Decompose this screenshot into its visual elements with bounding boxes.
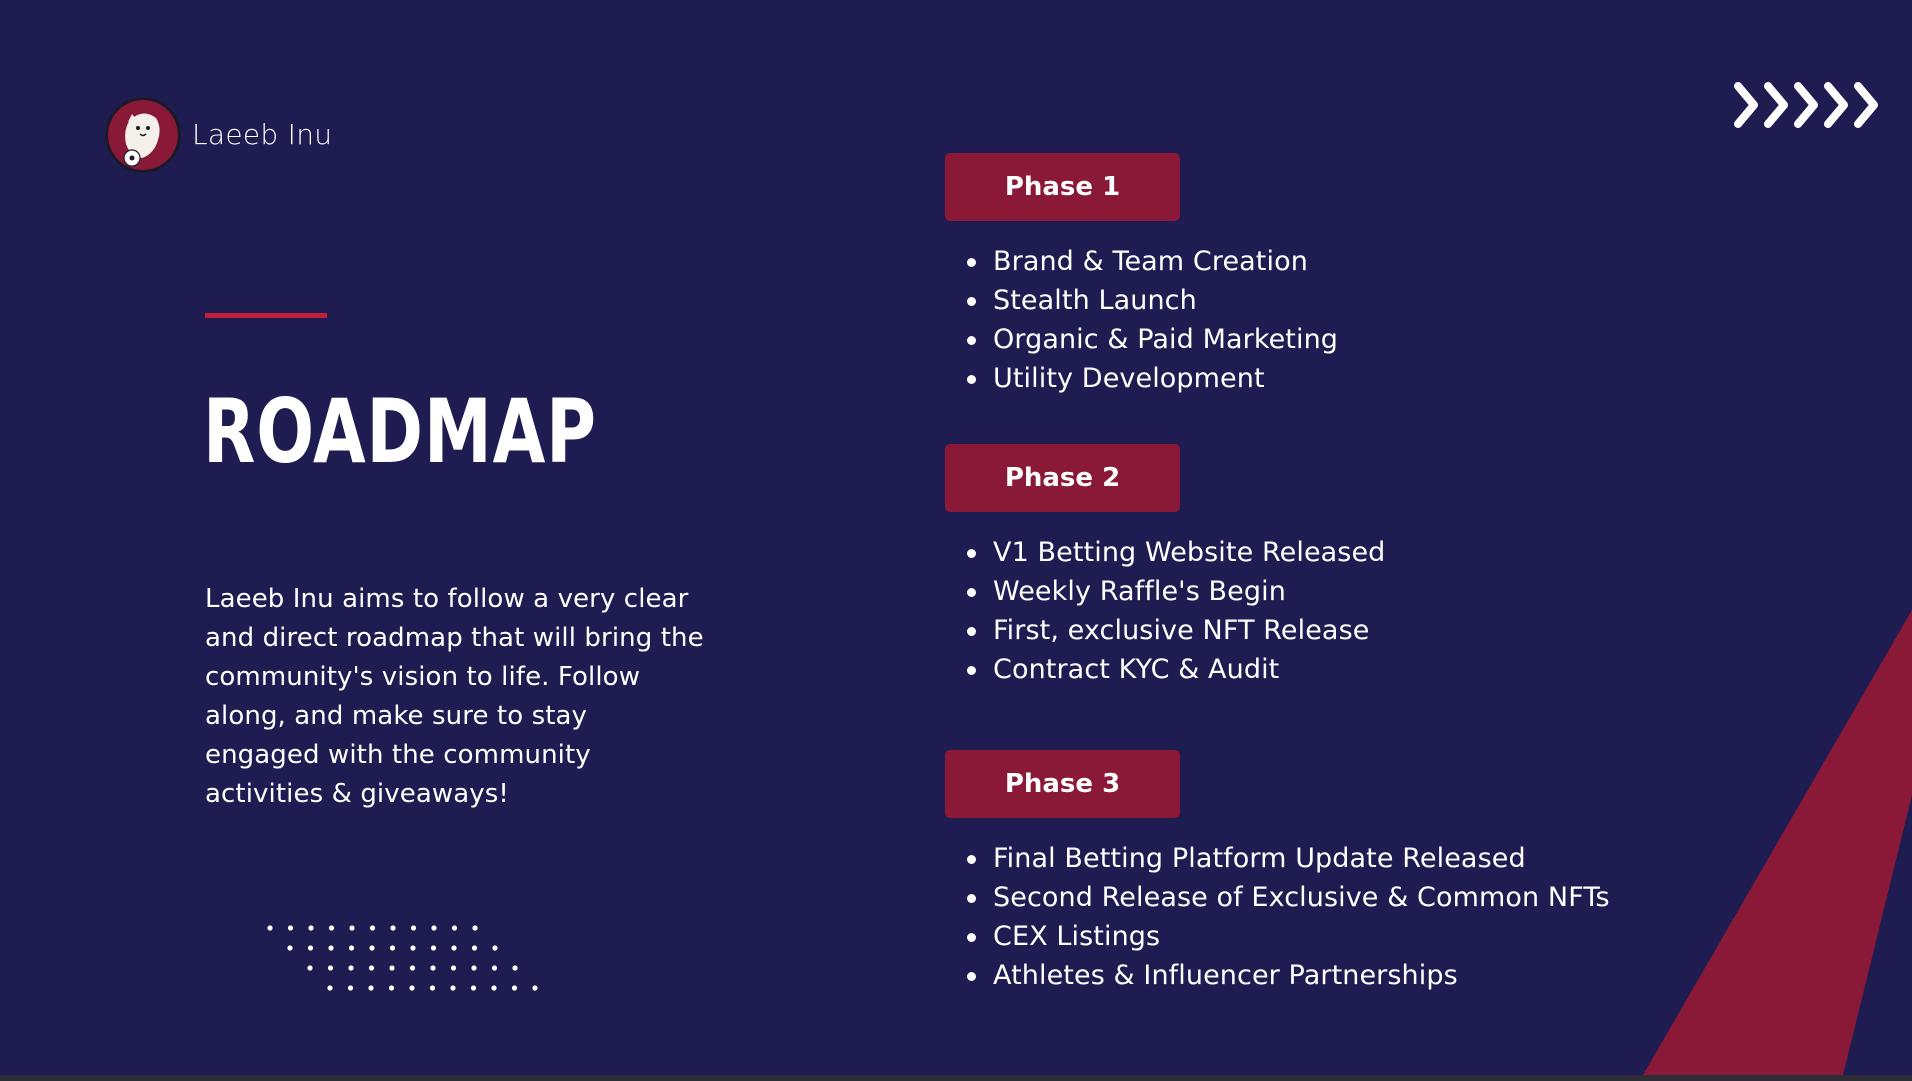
dot xyxy=(470,985,477,991)
dot xyxy=(287,925,294,931)
dot xyxy=(328,925,335,931)
dot xyxy=(472,925,478,931)
dot xyxy=(267,925,273,931)
bullet-icon xyxy=(967,933,976,942)
bullet-icon xyxy=(967,258,976,267)
phase-2-list: V1 Betting Website Released Weekly Raffl… xyxy=(965,533,1385,689)
dot xyxy=(307,965,313,971)
list-item: Final Betting Platform Update Released xyxy=(965,839,1610,878)
dot xyxy=(410,945,416,951)
bullet-icon xyxy=(967,894,976,903)
bottom-bar xyxy=(0,1075,1912,1081)
list-item: Stealth Launch xyxy=(965,281,1338,320)
dot xyxy=(450,965,457,971)
brand-logo-icon xyxy=(105,97,181,173)
bullet-icon xyxy=(967,588,976,597)
dot xyxy=(409,965,416,971)
dot xyxy=(348,965,354,971)
dot xyxy=(492,945,498,951)
dot xyxy=(512,965,518,971)
dot xyxy=(429,985,436,991)
dot xyxy=(471,945,478,951)
list-item: V1 Betting Website Released xyxy=(965,533,1385,572)
phase-2-badge: Phase 2 xyxy=(945,444,1180,512)
bullet-icon xyxy=(967,375,976,384)
dot xyxy=(491,985,497,991)
dot xyxy=(308,925,314,931)
list-item: CEX Listings xyxy=(965,917,1610,956)
list-item: Organic & Paid Marketing xyxy=(965,320,1338,359)
dot xyxy=(327,965,334,971)
accent-line xyxy=(205,313,327,318)
dot xyxy=(307,945,314,951)
list-item: First, exclusive NFT Release xyxy=(965,611,1385,650)
dot xyxy=(328,945,334,951)
dot xyxy=(450,985,456,991)
dot xyxy=(327,985,333,991)
dot xyxy=(390,925,396,931)
dot xyxy=(430,965,436,971)
list-item: Utility Development xyxy=(965,359,1338,398)
bullet-icon xyxy=(967,336,976,345)
bullet-icon xyxy=(967,627,976,636)
bullet-icon xyxy=(967,297,976,306)
phase-3-badge: Phase 3 xyxy=(945,750,1180,818)
dot xyxy=(369,945,375,951)
list-item: Contract KYC & Audit xyxy=(965,650,1385,689)
dot xyxy=(451,945,457,951)
bullet-icon xyxy=(967,549,976,558)
dot xyxy=(451,925,458,931)
list-item: Athletes & Influencer Partnerships xyxy=(965,956,1610,995)
dot xyxy=(389,945,396,951)
list-item: Weekly Raffle's Begin xyxy=(965,572,1385,611)
dot xyxy=(369,925,376,931)
bullet-icon xyxy=(967,666,976,675)
phase-1-list: Brand & Team Creation Stealth Launch Org… xyxy=(965,242,1338,398)
list-item: Second Release of Exclusive & Common NFT… xyxy=(965,878,1610,917)
dot xyxy=(491,965,498,971)
dot xyxy=(348,945,355,951)
roadmap-description: Laeeb Inu aims to follow a very clear an… xyxy=(205,584,704,809)
brand-name: Laeeb Inu xyxy=(192,118,333,151)
phase-1-badge: Phase 1 xyxy=(945,153,1180,221)
dot xyxy=(431,925,437,931)
dot xyxy=(389,965,395,971)
dot xyxy=(410,925,417,931)
dot xyxy=(532,985,538,991)
dot xyxy=(430,945,437,951)
dot xyxy=(349,925,355,931)
chevrons-right-icon xyxy=(1734,82,1878,128)
dot xyxy=(368,985,374,991)
dot xyxy=(347,985,354,991)
bullet-icon xyxy=(967,972,976,981)
dot xyxy=(287,945,293,951)
dot xyxy=(409,985,415,991)
list-item: Brand & Team Creation xyxy=(965,242,1338,281)
page-title: ROADMAP xyxy=(203,380,597,483)
dot xyxy=(388,985,395,991)
dot xyxy=(368,965,375,971)
dot xyxy=(471,965,477,971)
dot xyxy=(511,985,518,991)
phase-3-list: Final Betting Platform Update Released S… xyxy=(965,839,1610,995)
bullet-icon xyxy=(967,855,976,864)
dot-pattern-decoration xyxy=(267,925,538,991)
